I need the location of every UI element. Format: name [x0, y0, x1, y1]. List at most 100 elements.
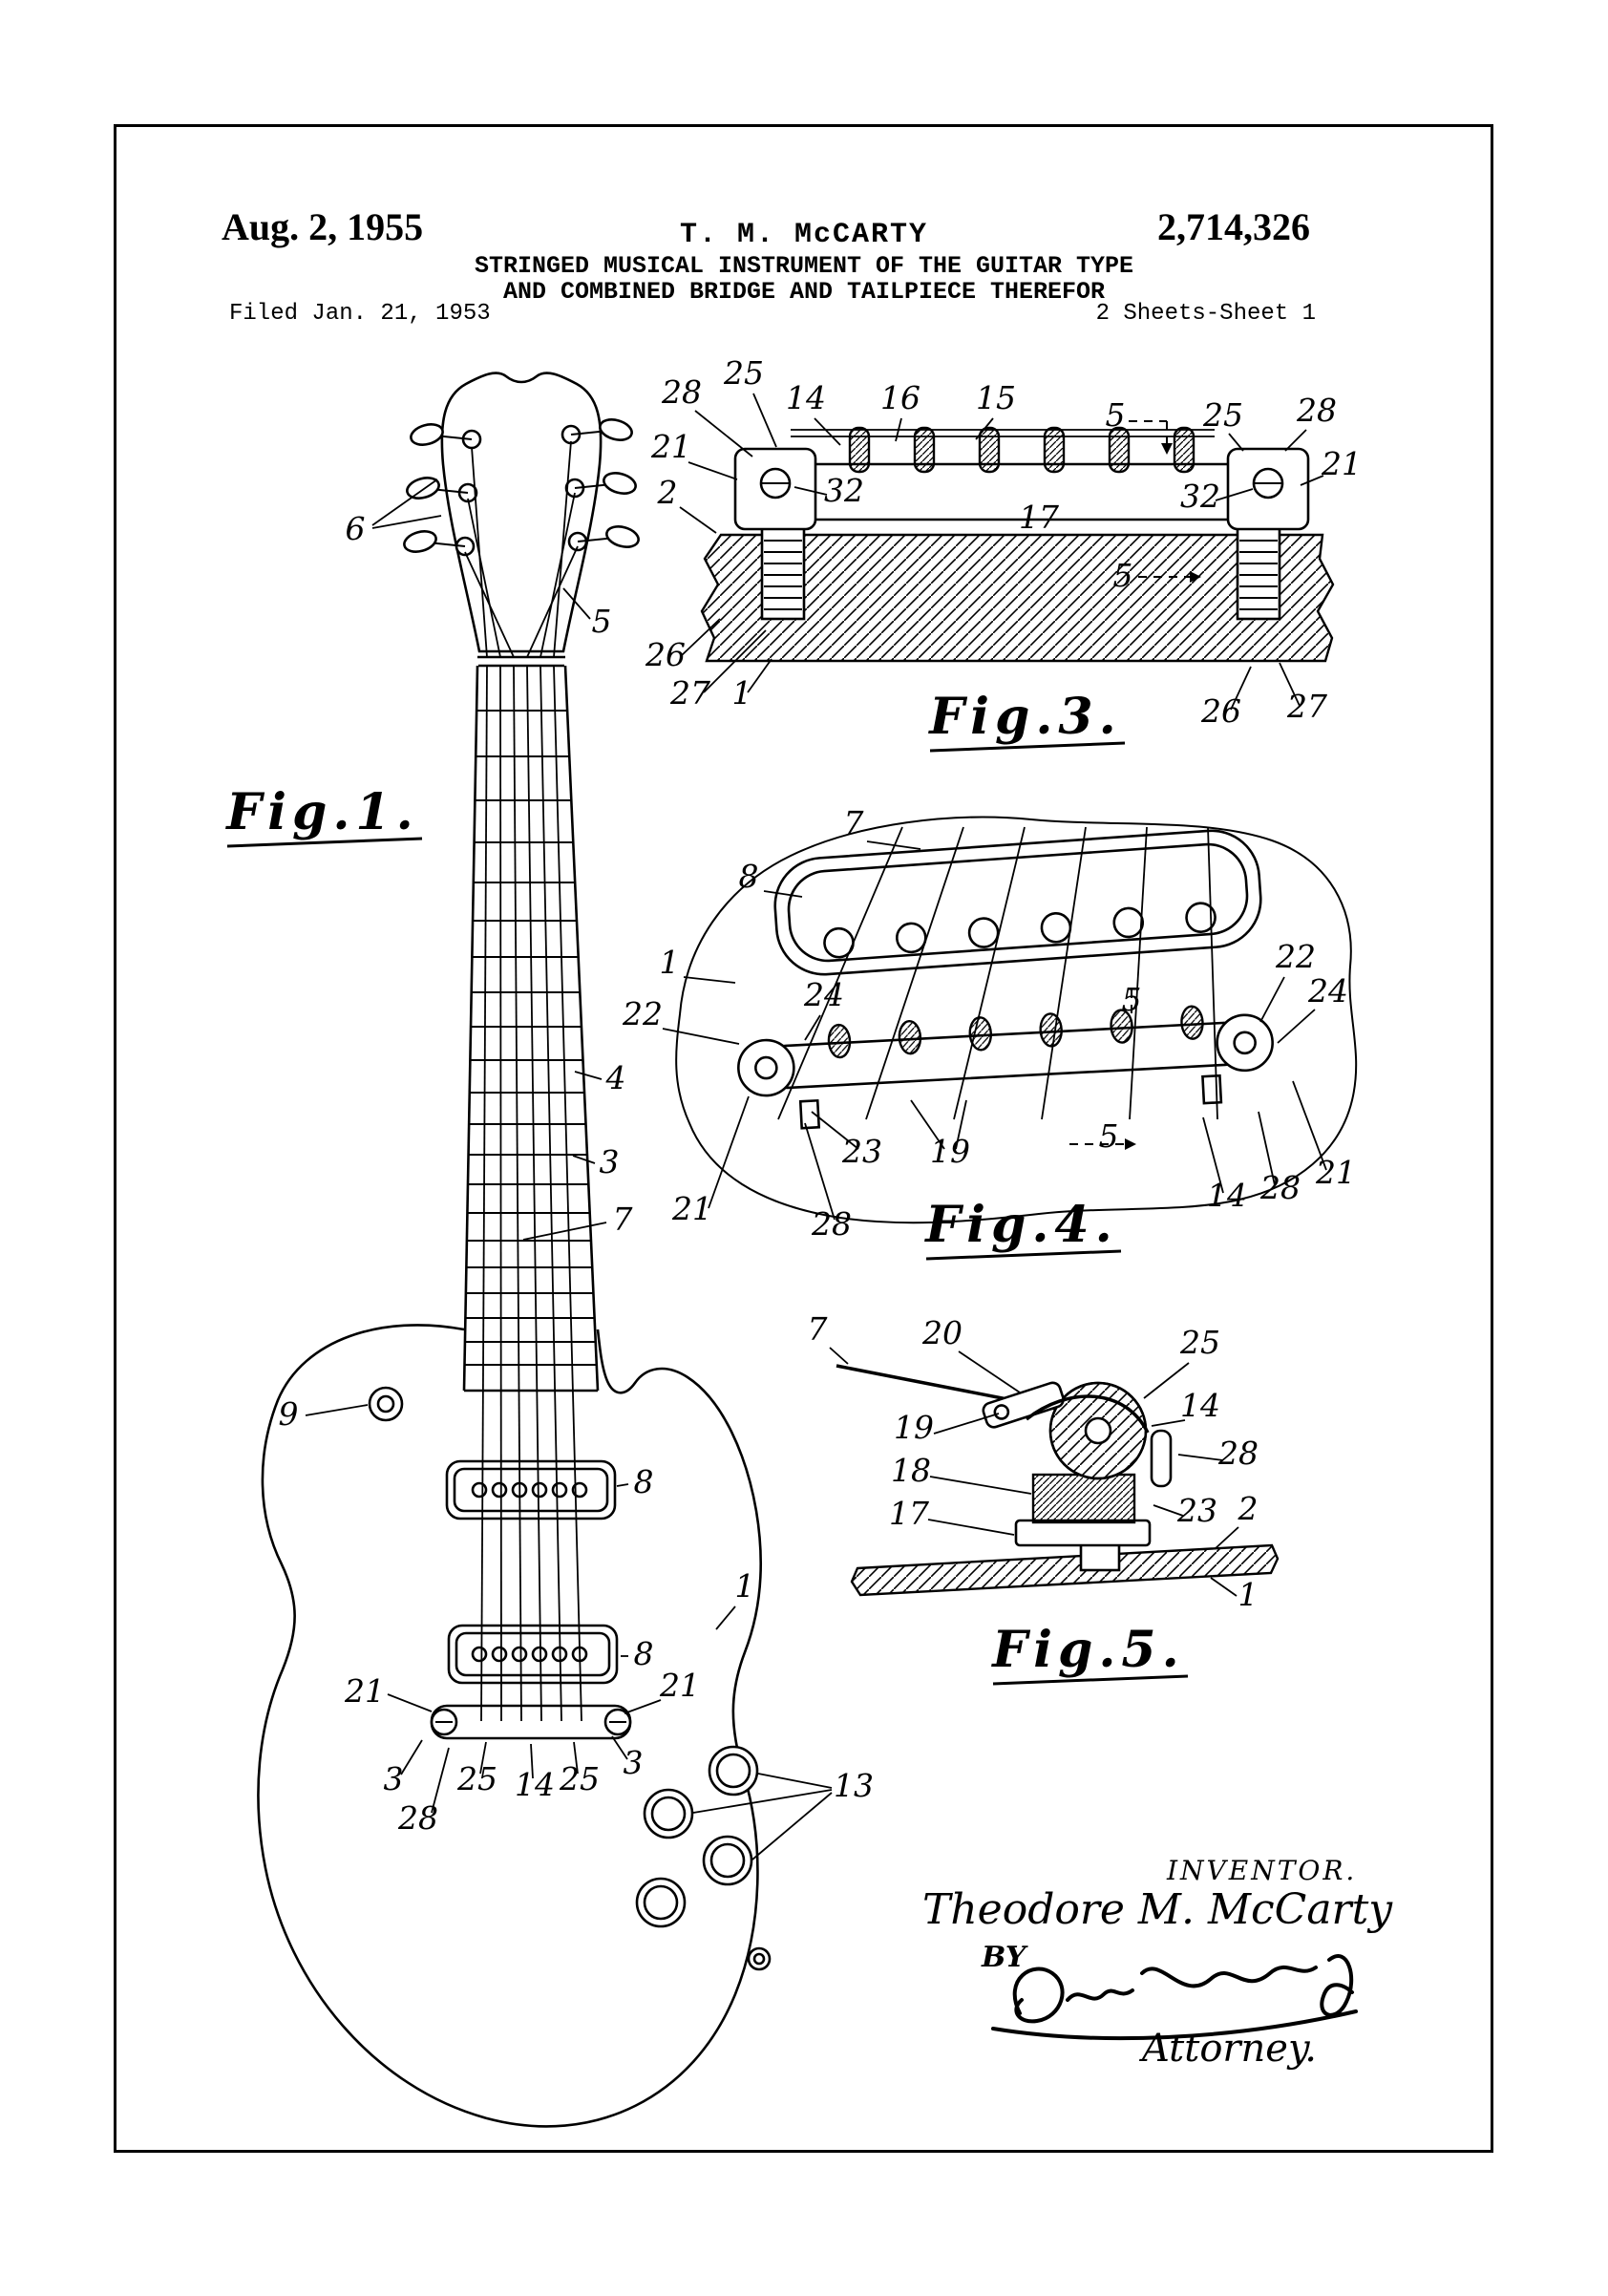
ref-numeral: 17 [1019, 499, 1059, 536]
leader-line [1277, 1009, 1316, 1044]
body-fragment-outline [675, 816, 1358, 1224]
bridge-bar-perspective [737, 1005, 1274, 1130]
figure-label: Fig.1. [224, 783, 418, 841]
ref-numeral: 27 [669, 674, 710, 712]
ref-numeral: 25 [1202, 396, 1243, 434]
ref-numeral: 22 [1275, 938, 1316, 975]
leader-line [572, 1155, 596, 1164]
ref-numeral: 1 [660, 944, 680, 981]
ref-numeral: 22 [622, 995, 663, 1032]
leader-line [929, 1476, 1032, 1495]
ref-numeral: 15 [976, 379, 1016, 416]
ref-numeral: 28 [397, 1799, 438, 1837]
leader-line [371, 478, 438, 526]
guitar-top-section [700, 533, 1335, 663]
ref-numeral: 32 [1180, 478, 1220, 515]
ref-numeral: 26 [1200, 692, 1241, 730]
ref-numeral: 5 [1099, 1117, 1119, 1155]
saddle-bracket [1031, 1473, 1136, 1524]
ref-numeral: 5 [592, 603, 612, 640]
leader-line [387, 1693, 433, 1712]
ref-numeral: 25 [723, 354, 764, 392]
ref-numeral: 8 [634, 1463, 654, 1500]
leader-line [1153, 1504, 1184, 1517]
mounting-post-right [1236, 525, 1281, 621]
retainer-bar [1025, 1394, 1150, 1434]
ref-numeral: 21 [659, 1667, 700, 1704]
ref-numeral: 5 [1122, 981, 1142, 1018]
top-board-section [850, 1543, 1280, 1597]
figure-label-underline [929, 741, 1126, 753]
fig5-side-detail [836, 1364, 1280, 1597]
ref-numeral: 1 [1238, 1576, 1259, 1613]
leader-line [400, 1739, 423, 1775]
ref-numeral: 32 [824, 472, 864, 509]
ref-numeral: 25 [1179, 1324, 1220, 1361]
ref-numeral: 4 [605, 1059, 626, 1096]
ref-numeral: 28 [1217, 1435, 1259, 1472]
ref-numeral: 7 [844, 804, 864, 841]
patent-number: 2,714,326 [1157, 205, 1310, 248]
border-frame [114, 124, 1493, 2153]
ref-numeral: 3 [600, 1143, 620, 1180]
fig3-cross-section [700, 420, 1335, 663]
figure-label: Fig.3. [927, 688, 1121, 746]
base-plate [1014, 1519, 1152, 1547]
ref-numeral: 25 [559, 1760, 600, 1797]
leader-line [1215, 488, 1254, 501]
leader-line [975, 417, 994, 440]
ref-numeral: 25 [456, 1760, 497, 1797]
leader-line [1258, 1111, 1276, 1186]
ref-numeral: 23 [1176, 1492, 1217, 1529]
patent-title-line2: AND COMBINED BRIDGE AND TAILPIECE THEREF… [502, 278, 1106, 306]
ref-numeral: 6 [346, 510, 366, 547]
ref-numeral: 19 [930, 1133, 970, 1170]
sheet-info: 2 Sheets-Sheet 1 [1095, 301, 1316, 327]
ref-numeral: 24 [803, 976, 844, 1013]
ref-numeral: 21 [1321, 445, 1362, 482]
leader-line [1259, 976, 1285, 1023]
leader-line [522, 1222, 607, 1241]
inventor-signature-name: Theodore M. McCarty [922, 1885, 1393, 1934]
leader-line [1202, 1116, 1224, 1194]
leader-line [688, 461, 738, 480]
ref-numeral: 24 [1307, 972, 1348, 1010]
ref-numeral: 14 [1207, 1177, 1247, 1214]
leader-line [752, 393, 777, 448]
leader-line [616, 1483, 629, 1487]
ref-numeral: 13 [834, 1767, 874, 1804]
leader-line [1151, 1419, 1186, 1427]
bridge-pickup [447, 1624, 619, 1685]
output-jack [747, 1946, 772, 1971]
by-label: BY [982, 1941, 1026, 1974]
ref-numeral: 28 [1259, 1169, 1301, 1206]
leader-line [927, 1519, 1015, 1536]
patent-title-line1: STRINGED MUSICAL INSTRUMENT OF THE GUITA… [474, 252, 1134, 280]
leader-line [793, 486, 828, 496]
side-strap [1150, 1429, 1173, 1488]
ref-numeral: 8 [739, 858, 759, 895]
headstock [403, 372, 640, 658]
figure-label: Fig.5. [990, 1621, 1184, 1679]
ref-numeral: 21 [1315, 1154, 1356, 1191]
strings [480, 665, 582, 1722]
attorney-label: Attorney. [1142, 2027, 1317, 2071]
ref-numeral: 16 [880, 379, 920, 416]
ref-numeral: 3 [624, 1744, 644, 1781]
leader-line [715, 1605, 736, 1630]
ref-numeral: 23 [841, 1133, 882, 1170]
fig1-guitar [257, 372, 772, 2128]
leader-line [1177, 1454, 1224, 1461]
leader-line [694, 410, 753, 457]
ref-numeral: 21 [650, 428, 691, 465]
leader-line [624, 1699, 662, 1714]
neck-pickup [445, 1459, 617, 1520]
ref-numeral: 28 [811, 1205, 852, 1243]
leader-line [703, 629, 767, 693]
filed-date: Filed Jan. 21, 1953 [229, 301, 491, 327]
leader-line [811, 1111, 859, 1150]
leader-line [958, 1350, 1021, 1393]
leader-line [1228, 433, 1244, 452]
